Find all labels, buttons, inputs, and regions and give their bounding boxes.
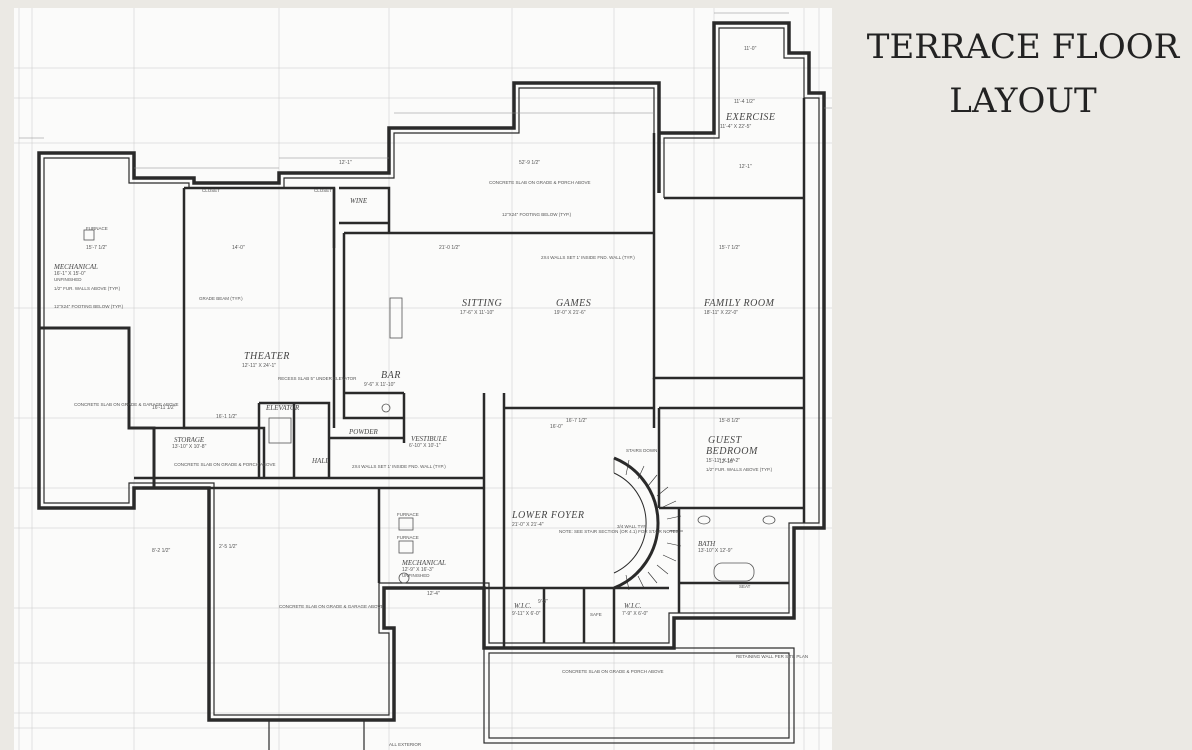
room-label-exercise: EXERCISE: [725, 112, 776, 123]
room-label-sitting: SITTING: [462, 298, 502, 309]
slide-title: TERRACE FLOOR LAYOUT: [858, 20, 1188, 128]
dim-string: 12'-10": [719, 459, 735, 465]
dim-family-room: 18'-11" X 22'-0": [704, 310, 738, 316]
room-label-wic-left: W.I.C.: [514, 602, 532, 610]
dim-string: 2'-5 1/2": [219, 544, 238, 550]
dim-string: 14'-0": [232, 245, 245, 251]
dim-wic-right: 7'-9" X 6'-0": [622, 611, 648, 617]
dim-string: 16'-7 1/2": [566, 418, 587, 424]
note-retaining: RETAINING WALL PER SITE PLAN: [736, 654, 808, 659]
room-label-elevator: ELEVATOR: [265, 404, 300, 412]
room-label-mechanical-center: MECHANICAL: [401, 559, 446, 567]
room-label-vestibule: VESTIBULE: [411, 435, 448, 443]
dim-guest-bedroom: 15'-11" X 14'-2": [706, 458, 740, 464]
dim-exercise: 11'-4" X 22'-5": [720, 124, 751, 130]
dim-storage: 13'-10" X 10'-8": [172, 444, 207, 450]
note-grade-beam: GRADE BEAM (TYP.): [199, 296, 243, 301]
dim-string: 12'-1": [739, 164, 752, 170]
room-label-storage: STORAGE: [174, 436, 205, 444]
dim-string: 9'-8": [538, 599, 548, 605]
note-slab-garage: CONCRETE SLAB ON GRADE & GARAGE ABOVE: [279, 604, 384, 609]
dim-string: 15'-8 1/2": [719, 418, 740, 424]
stair: [613, 456, 683, 591]
dim-bath: 13'-10" X 12'-9": [698, 548, 733, 554]
note-walls-set-top: 2X4 WALLS SET 1' INSIDE FND. WALL (TYP.): [541, 255, 635, 260]
dim-mechanical-center: 12'-9" X 16'-3": [402, 567, 434, 573]
dimension-lines: [19, 12, 832, 169]
room-label-wine: WINE: [350, 197, 368, 205]
room-label-powder: POWDER: [348, 428, 378, 436]
dim-mechanical-left: 16'-1" X 15'-0": [54, 271, 86, 277]
room-label-safe: SAFE: [590, 612, 602, 617]
room-label-guest: GUEST: [708, 435, 743, 446]
dim-vestibule: 6'-10" X 10'-1": [409, 443, 441, 449]
note-half-wall: 3/4 WALL TYP: [617, 524, 646, 529]
dim-sitting: 17'-6" X 11'-10": [460, 310, 494, 316]
dim-string: 11'-4 1/2": [734, 99, 755, 105]
room-label-mechanical-left: MECHANICAL: [53, 263, 98, 271]
dim-string: 16'-0": [550, 424, 563, 430]
dim-string: 52'-9 1/2": [519, 160, 540, 166]
slide-title-line-1: TERRACE FLOOR: [866, 27, 1180, 67]
dim-lower-foyer: 21'-0" X 21'-4": [512, 522, 544, 528]
note-unfinished-center: UNFINISHED: [402, 573, 430, 578]
floor-plan-drawing: EXERCISE 11'-4" X 22'-5" SITTING 17'-6" …: [14, 8, 832, 750]
note-slab-bottom: CONCRETE SLAB ON GRADE & PORCH ABOVE: [562, 669, 664, 674]
note-furnace-b: FURNACE: [397, 512, 419, 517]
room-label-family-room: FAMILY ROOM: [703, 298, 775, 309]
dim-bar: 9'-6" X 11'-10": [364, 382, 395, 388]
dim-string: 12'-4": [427, 591, 440, 597]
exterior-walls-inner: [43, 27, 820, 750]
dim-string: 16'-11 1/2": [152, 405, 176, 411]
note-footing-top: 12"X24" FOOTING BELOW (TYP.): [502, 212, 572, 217]
dim-string: 8'-2 1/2": [152, 548, 171, 554]
note-furnace-a: FURNACE: [86, 226, 108, 231]
note-fur-walls: 1/2" FUR. WALLS ABOVE (TYP.): [54, 286, 121, 291]
note-recess-slab: RECESS SLAB 5" UNDER ELEVATOR: [278, 376, 357, 381]
dim-string: 15'-7 1/2": [719, 245, 740, 251]
dim-string: 12'-1": [339, 160, 352, 166]
room-label-theater: THEATER: [244, 351, 290, 362]
dim-string: 15'-7 1/2": [86, 245, 107, 251]
note-seat: SEAT: [739, 584, 751, 589]
note-guest-fur: 1/2" FUR. WALLS ABOVE (TYP.): [706, 467, 773, 472]
floor-plan-svg: EXERCISE 11'-4" X 22'-5" SITTING 17'-6" …: [14, 8, 832, 750]
fixtures: [83, 229, 776, 584]
note-walls-set: 2X4 WALLS SET 1' INSIDE FND. WALL (TYP.): [352, 464, 446, 469]
dim-string: 11'-0": [744, 46, 757, 52]
note-furnace-c: FURNACE: [397, 535, 419, 540]
room-label-hall: HALL: [311, 457, 329, 465]
note-closet-b: CLOSET: [314, 188, 332, 193]
slide-title-line-2: LAYOUT: [949, 81, 1097, 121]
exterior-walls: [37, 21, 826, 722]
room-label-wic-right: W.I.C.: [624, 602, 642, 610]
note-closet-a: CLOSET: [202, 188, 220, 193]
note-slab-left: CONCRETE SLAB ON GRADE & GARAGE ABOVE: [74, 402, 179, 407]
dim-theater: 12'-11" X 24'-1": [242, 363, 276, 369]
dim-string: 21'-0 1/2": [439, 245, 460, 251]
note-slab-storage: CONCRETE SLAB ON GRADE & PORCH ABOVE: [174, 462, 276, 467]
room-label-bath: BATH: [698, 540, 716, 548]
note-slab-top: CONCRETE SLAB ON GRADE & PORCH ABOVE: [489, 180, 591, 185]
note-stairs: NOTE: SEE STAIR SECTION (OR 4.1) FOR STA…: [559, 529, 679, 534]
room-label-games: GAMES: [556, 298, 591, 309]
room-label-bar: BAR: [381, 370, 401, 381]
dim-games: 19'-0" X 21'-6": [554, 310, 586, 316]
dim-string: 16'-1 1/2": [216, 414, 237, 420]
note-footing-left: 12"X24" FOOTING BELOW (TYP.): [54, 304, 124, 309]
dim-wic-left: 9'-11" X 6'-0": [512, 611, 541, 617]
note-unfinished-left: UNFINISHED: [54, 277, 82, 282]
room-label-lower-foyer: LOWER FOYER: [511, 510, 584, 521]
note-all-exterior: ALL EXTERIOR: [389, 742, 422, 747]
room-label-bedroom: BEDROOM: [706, 446, 758, 457]
note-stairs-down: STAIRS DOWN: [626, 448, 657, 453]
interior-walls: [39, 98, 806, 648]
